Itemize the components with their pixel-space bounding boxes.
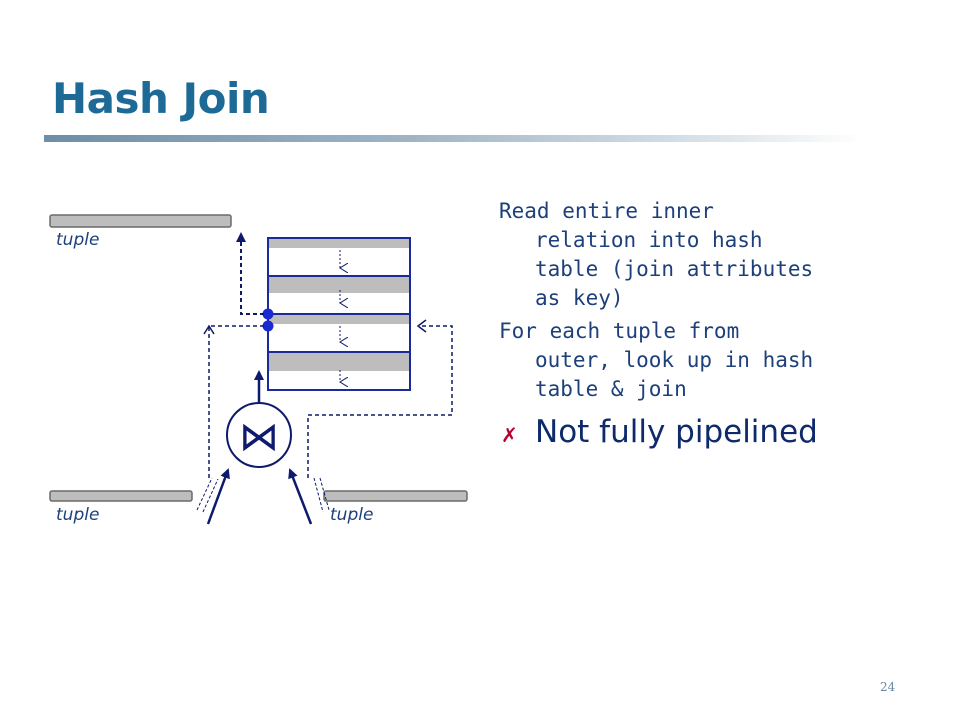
text-line: table & join [535,377,687,401]
outer-tuple-label: tuple [56,505,99,525]
hash-table [267,237,411,391]
outer-tuple-bar [49,490,193,502]
output-tuple-label: tuple [56,230,99,250]
slide-title: Hash Join [52,74,270,123]
probe-dot-2 [262,320,274,332]
paragraph-probe: For each tuple from outer, look up in ha… [499,317,919,404]
cross-icon: ✗ [501,423,518,447]
text-line: relation into hash [535,228,763,252]
bullet-point: ✗ Not fully pipelined [501,414,818,450]
text-line: outer, look up in hash [535,348,814,372]
text-line: table (join attributes [535,257,814,281]
inner-input-arrow [288,468,313,525]
text-line: For each tuple from [499,319,740,343]
probe-dot-1 [262,308,274,320]
text-line: as key) [535,286,624,310]
paragraph-build: Read entire inner relation into hash tab… [499,197,919,313]
output-tuple-bar [49,214,232,228]
inner-tuple-bar [323,490,468,502]
outer-input-arrow [206,468,230,525]
bullet-text: Not fully pipelined [535,414,818,450]
join-symbol: ⋈ [239,414,279,460]
output-arrow [236,232,264,315]
text-line: Read entire inner [499,199,714,223]
inner-tuple-label: tuple [330,505,373,525]
page-number: 24 [880,680,896,694]
title-rule [44,135,864,142]
inner-request-arrow [307,325,453,478]
outer-request-arrow [208,325,264,478]
